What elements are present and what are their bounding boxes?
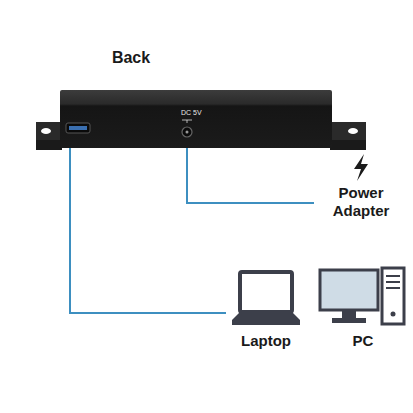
lightning-icon (316, 152, 406, 182)
port-symbols (60, 90, 332, 148)
port-label: DC 5V (181, 109, 202, 116)
power-node: Power Adapter (316, 152, 406, 222)
node-label: Power Adapter (326, 184, 396, 220)
cable-line (187, 148, 314, 203)
cable-line (70, 148, 226, 313)
pc-node: PC (318, 262, 408, 352)
pc-icon (318, 262, 408, 332)
node-label: PC (318, 332, 408, 350)
diagram-title: Back (100, 49, 162, 67)
node-label: Laptop (228, 332, 304, 350)
usb-hub-device: DC 5V (60, 90, 332, 148)
laptop-icon (228, 262, 304, 332)
laptop-node: Laptop (228, 262, 304, 352)
